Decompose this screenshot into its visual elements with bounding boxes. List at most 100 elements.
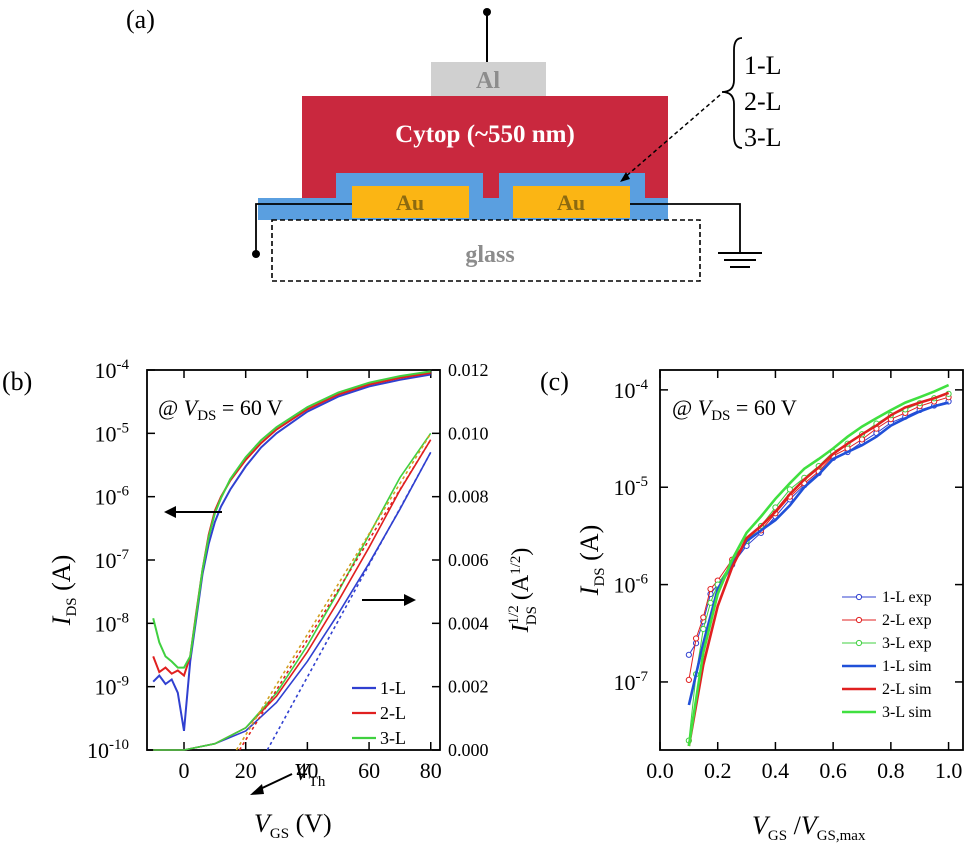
y-tick-label-c: 10-4 bbox=[614, 377, 649, 403]
vth-label: VTh bbox=[294, 760, 326, 790]
legend-label-b: 3-L bbox=[380, 728, 406, 748]
x-axis-label-c: VGS /VGS,max bbox=[752, 811, 866, 844]
au-source bbox=[352, 186, 469, 218]
legend-marker-c bbox=[855, 593, 863, 601]
legend-label-b: 1-L bbox=[380, 678, 406, 698]
layer-pointer-arrowhead bbox=[620, 172, 630, 182]
al-label: Al bbox=[476, 68, 500, 94]
x-tick-label-b: 0 bbox=[179, 758, 190, 783]
source-wire bbox=[255, 203, 352, 252]
y-axis-left-label-b: IDS (A) bbox=[47, 555, 80, 626]
y-tick-label-right-b: 0.004 bbox=[448, 613, 489, 633]
au-right-label: Au bbox=[557, 190, 585, 215]
legend-marker-c bbox=[855, 639, 863, 647]
annotation-c: @ VDS = 60 V bbox=[672, 395, 797, 424]
log-curve-3-L bbox=[152, 370, 431, 669]
marker-2-L-exp bbox=[707, 585, 714, 593]
y-tick-label-right-b: 0.000 bbox=[448, 740, 489, 760]
legend-label-c: 1-L sim bbox=[882, 658, 932, 675]
brace-item-1l: 1-L bbox=[744, 51, 782, 80]
x-tick-label-b: 80 bbox=[420, 758, 442, 783]
curve-3-L-sim bbox=[687, 383, 950, 747]
panel-c-label: (c) bbox=[540, 367, 569, 396]
legend-marker-c bbox=[855, 616, 863, 624]
au-left-label: Au bbox=[396, 190, 424, 215]
glass-label: glass bbox=[465, 242, 514, 268]
legend-b: 1-L 2-L 3-L bbox=[352, 678, 406, 748]
x-tick-label-c: 0.6 bbox=[819, 758, 847, 783]
cytop-label: Cytop (~550 nm) bbox=[395, 121, 575, 148]
vth-arrowhead bbox=[250, 784, 264, 795]
series-b bbox=[152, 370, 432, 751]
x-tick-label-c: 0.0 bbox=[646, 758, 674, 783]
y-tick-label-c: 10-6 bbox=[614, 572, 649, 598]
y-tick-label-right-b: 0.010 bbox=[448, 423, 489, 443]
gate-terminal bbox=[483, 8, 491, 16]
marker-3-L-exp bbox=[700, 625, 707, 633]
vth-fit-line bbox=[238, 439, 432, 751]
y-axis-c: 10-410-510-610-7 bbox=[614, 377, 963, 695]
sqrt-curve-3-L bbox=[153, 432, 432, 751]
legend-label-c: 2-L sim bbox=[882, 681, 932, 698]
au-drain bbox=[513, 186, 630, 218]
legend-label-c: 3-L exp bbox=[882, 635, 932, 652]
y-tick-label-right-b: 0.006 bbox=[448, 550, 489, 570]
legend-label-c: 3-L sim bbox=[882, 704, 932, 721]
legend-label-c: 1-L exp bbox=[882, 589, 932, 606]
brace-item-2l: 2-L bbox=[744, 87, 782, 116]
x-tick-label-b: 20 bbox=[235, 758, 257, 783]
layer-pointer bbox=[623, 94, 721, 179]
layer-brace bbox=[721, 37, 743, 149]
vth-arrow bbox=[257, 773, 293, 791]
y-tick-label-left-b: 10-5 bbox=[95, 420, 130, 446]
marker-3-L-exp bbox=[786, 486, 793, 493]
x-axis-label-b: VGS (V) bbox=[254, 809, 332, 842]
y-tick-label-right-b: 0.002 bbox=[448, 677, 489, 697]
glass-substrate bbox=[271, 219, 701, 282]
y-tick-label-left-b: 10-6 bbox=[95, 484, 130, 510]
x-tick-label-c: 1.0 bbox=[935, 758, 963, 783]
x-tick-label-c: 0.2 bbox=[704, 758, 732, 783]
y-tick-label-left-b: 10-8 bbox=[95, 610, 130, 636]
legend-c: 1-L exp 2-L exp 3-L exp 1-L sim 2-L sim 3-L s… bbox=[842, 589, 932, 721]
marker-1-L-exp bbox=[685, 651, 692, 658]
x-tick-label-c: 0.4 bbox=[762, 758, 790, 783]
x-tick-label-c: 0.8 bbox=[877, 758, 905, 783]
marker-2-L-exp bbox=[858, 436, 866, 443]
vth-fit-line bbox=[235, 432, 432, 751]
right-axis-arrow bbox=[362, 594, 416, 606]
y-axis-left-b: 10-4 10-5 10-6 10-7 10-8 10-9 10-10 bbox=[87, 357, 155, 763]
x-tick-label-b: 40 bbox=[296, 758, 318, 783]
y-axis-right-b: 0.012 0.010 0.008 0.006 0.004 0.002 0.000 bbox=[432, 360, 489, 760]
brace-item-3l: 3-L bbox=[744, 123, 782, 152]
marker-2-L-exp bbox=[692, 635, 700, 642]
x-axis-c: 0.0 0.2 0.4 0.6 0.8 1.0 bbox=[646, 370, 962, 783]
y-tick-label-left-b: 10-7 bbox=[95, 547, 130, 573]
y-tick-label-right-b: 0.012 bbox=[448, 360, 489, 380]
y-tick-label-right-b: 0.008 bbox=[448, 487, 489, 507]
panel-b-label: (b) bbox=[2, 367, 32, 396]
y-tick-label-left-b: 10-4 bbox=[95, 357, 130, 383]
marker-2-L-exp bbox=[685, 676, 692, 683]
drain-wire bbox=[630, 203, 741, 252]
vth-fit-line bbox=[266, 451, 432, 751]
y-tick-label-left-b: 10-10 bbox=[87, 737, 129, 763]
marker-2-L-exp bbox=[700, 614, 707, 621]
panel-a: (a) Al Cytop (~550 nm) Au Au glass bbox=[126, 5, 782, 282]
panel-a-label: (a) bbox=[126, 5, 155, 34]
al-electrode bbox=[431, 62, 546, 96]
log-curve-1-L bbox=[152, 373, 431, 732]
y-tick-label-left-b: 10-9 bbox=[95, 674, 130, 700]
plot-frame-c bbox=[659, 369, 964, 751]
series-c bbox=[685, 383, 952, 747]
ground-icon bbox=[718, 252, 762, 268]
legend-label-b: 2-L bbox=[380, 703, 406, 723]
curve-2-L-sim bbox=[687, 391, 950, 747]
y-tick-label-c: 10-7 bbox=[614, 669, 649, 695]
legend-label-c: 2-L exp bbox=[882, 612, 932, 629]
source-terminal bbox=[252, 250, 260, 258]
